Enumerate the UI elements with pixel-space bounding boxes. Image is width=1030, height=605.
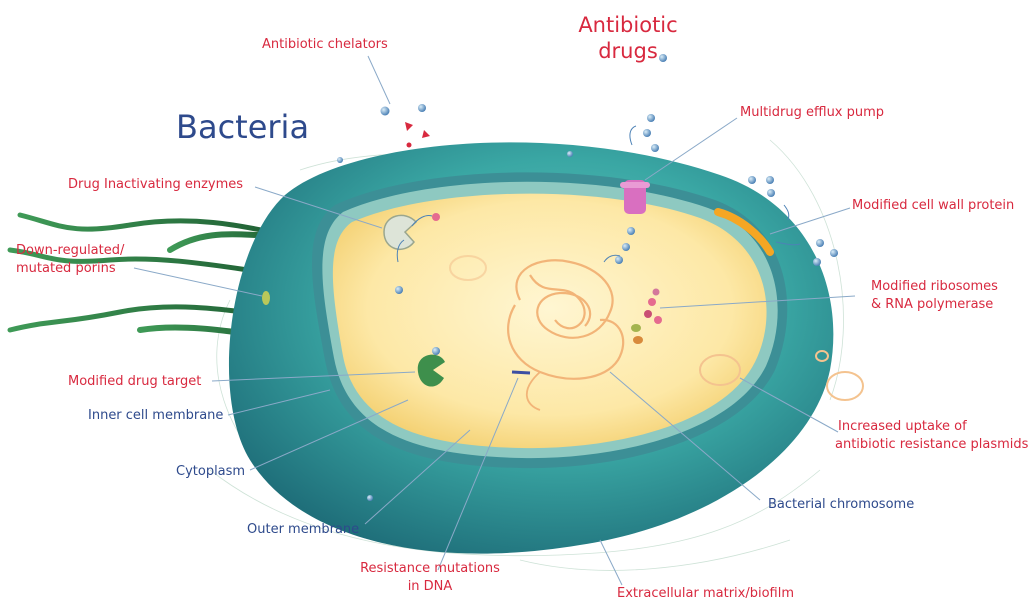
label-resistance-mutations-2: in DNA: [360, 578, 500, 595]
label-antibiotic-chelators: Antibiotic chelators: [262, 36, 388, 53]
label-modified-ribosomes-2: & RNA polymerase: [871, 296, 993, 313]
efflux-pump-cap: [620, 182, 650, 188]
label-extracellular-matrix: Extracellular matrix/biofilm: [617, 585, 794, 602]
label-down-regulated-porins-2: mutated porins: [16, 260, 116, 277]
label-modified-drug-target: Modified drug target: [68, 373, 201, 390]
label-modified-cell-wall-protein: Modified cell wall protein: [852, 197, 1014, 214]
label-down-regulated-porins-1: Down-regulated/: [16, 242, 124, 259]
label-inner-cell-membrane: Inner cell membrane: [88, 407, 223, 424]
label-modified-ribosomes-1: Modified ribosomes: [871, 278, 998, 295]
label-increased-uptake-1: Increased uptake of: [838, 418, 967, 435]
porins: [262, 291, 270, 305]
label-drug-inactivating-enzymes: Drug Inactivating enzymes: [68, 176, 243, 193]
diagram-title: Bacteria: [176, 108, 309, 146]
label-outer-membrane: Outer membrane: [247, 521, 359, 538]
label-increased-uptake-2: antibiotic resistance plasmids: [835, 436, 1028, 453]
label-resistance-mutations-1: Resistance mutations: [360, 560, 500, 577]
label-bacterial-chromosome: Bacterial chromosome: [768, 496, 914, 513]
label-cytoplasm: Cytoplasm: [176, 463, 245, 480]
antibiotic-drugs-header: Antibiotic drugs: [573, 12, 683, 64]
dna-mutation-mark: [512, 372, 530, 373]
label-multidrug-efflux-pump: Multidrug efflux pump: [740, 104, 884, 121]
